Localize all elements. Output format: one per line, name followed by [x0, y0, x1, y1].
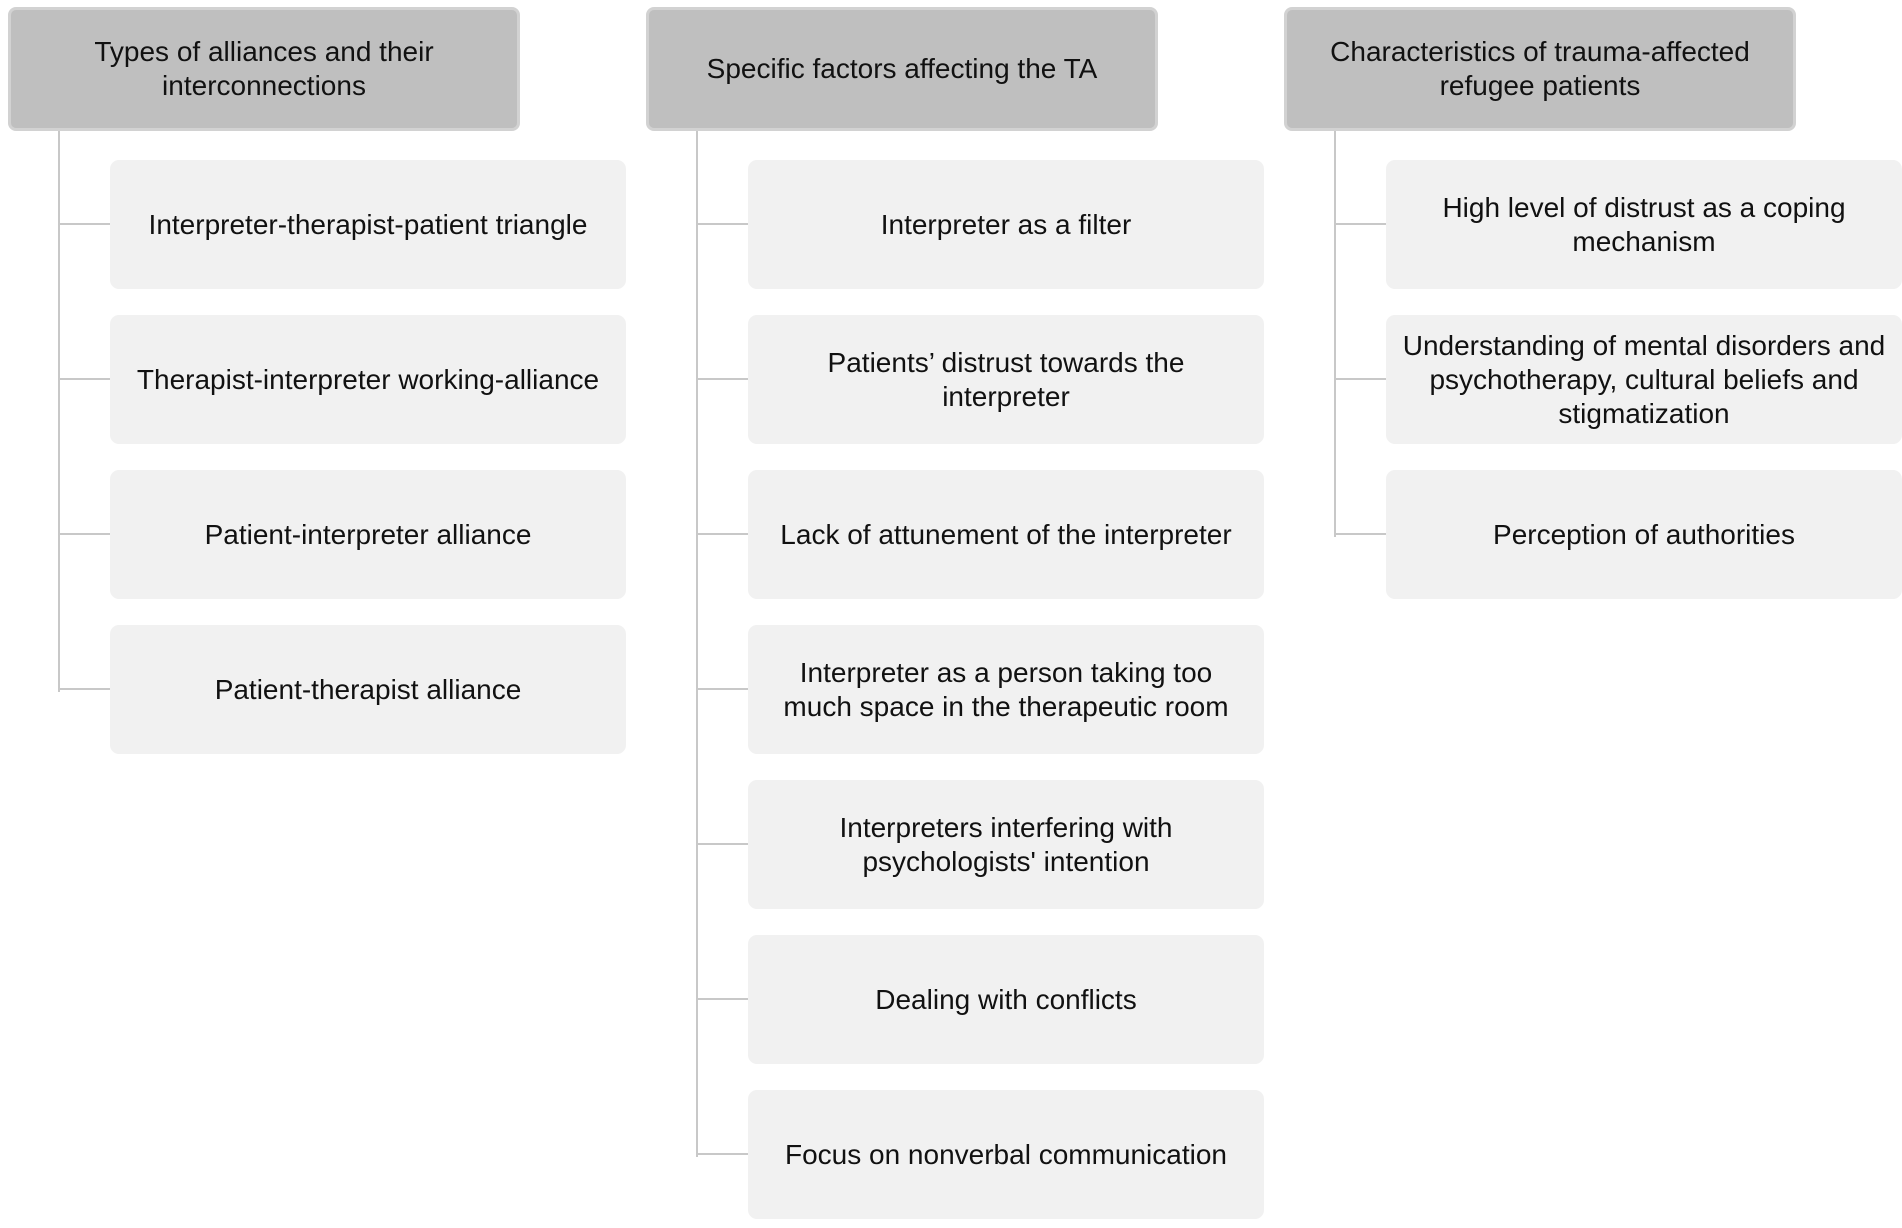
- connector-trunk: [58, 131, 60, 692]
- connector-branch: [696, 843, 748, 845]
- connector-branch: [696, 688, 748, 690]
- diagram-node: Patients’ distrust towards the interpret…: [748, 315, 1264, 444]
- column-alliance-types: Types of alliances and their interconnec…: [8, 0, 628, 1228]
- connector-branch: [696, 533, 748, 535]
- connector-branch: [696, 223, 748, 225]
- diagram-node: Focus on nonverbal communication: [748, 1090, 1264, 1219]
- diagram-node: Therapist-interpreter working-alliance: [110, 315, 626, 444]
- diagram-node: Perception of authorities: [1386, 470, 1902, 599]
- diagram-node: Interpreters interfering with psychologi…: [748, 780, 1264, 909]
- connector-branch: [58, 378, 110, 380]
- diagram-node: Lack of attunement of the interpreter: [748, 470, 1264, 599]
- connector-branch: [1334, 378, 1386, 380]
- diagram-node: Patient-therapist alliance: [110, 625, 626, 754]
- connector-branch: [696, 998, 748, 1000]
- column-specific-factors: Specific factors affecting the TA Interp…: [646, 0, 1266, 1228]
- connector-branch: [58, 533, 110, 535]
- diagram-node: Interpreter-therapist-patient triangle: [110, 160, 626, 289]
- diagram-node: Dealing with conflicts: [748, 935, 1264, 1064]
- connector-branch: [58, 223, 110, 225]
- connector-branch: [696, 1153, 748, 1155]
- diagram-node: High level of distrust as a coping mecha…: [1386, 160, 1902, 289]
- connector-trunk: [696, 131, 698, 1157]
- connector-branch: [696, 378, 748, 380]
- connector-branch: [58, 688, 110, 690]
- connector-trunk: [1334, 131, 1336, 537]
- column-header: Specific factors affecting the TA: [646, 7, 1158, 131]
- column-header: Types of alliances and their interconnec…: [8, 7, 520, 131]
- column-header: Characteristics of trauma-affected refug…: [1284, 7, 1796, 131]
- connector-branch: [1334, 533, 1386, 535]
- connector-branch: [1334, 223, 1386, 225]
- diagram-node: Interpreter as a person taking too much …: [748, 625, 1264, 754]
- diagram-node: Patient-interpreter alliance: [110, 470, 626, 599]
- diagram-node: Interpreter as a filter: [748, 160, 1264, 289]
- column-patient-characteristics: Characteristics of trauma-affected refug…: [1284, 0, 1902, 1228]
- diagram-node: Understanding of mental disorders and ps…: [1386, 315, 1902, 444]
